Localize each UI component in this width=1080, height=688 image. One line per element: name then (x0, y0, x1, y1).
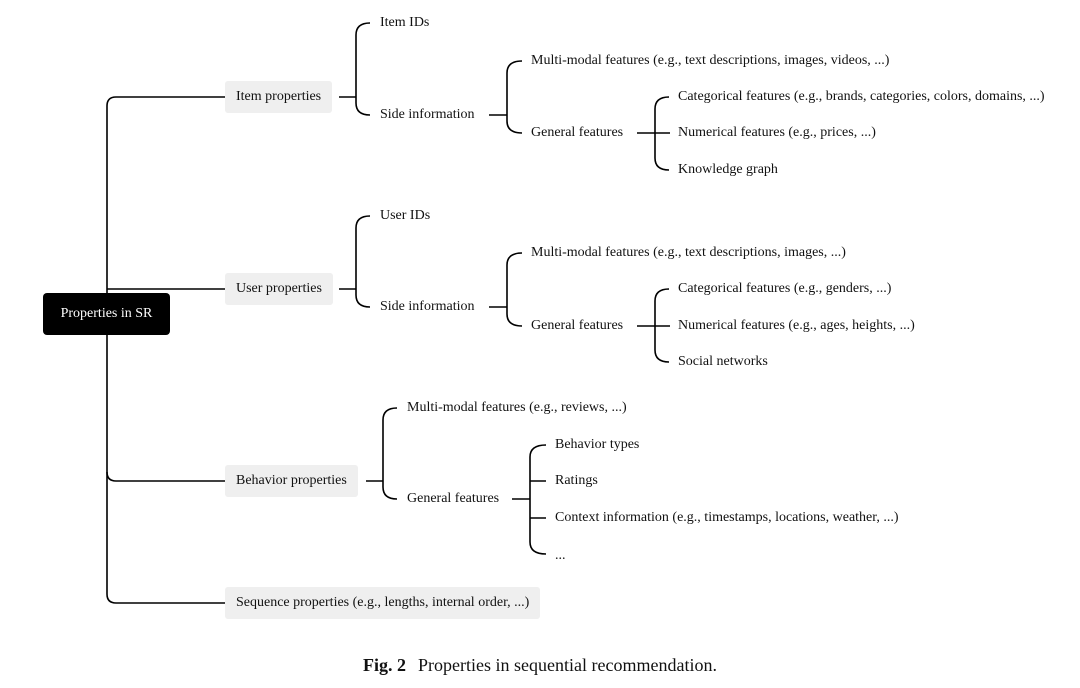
user-properties-node: User properties (225, 273, 333, 305)
user-side-information-node: Side information (380, 299, 475, 314)
item-properties-node: Item properties (225, 81, 333, 113)
sequence-properties-node: Sequence properties (e.g., lengths, inte… (225, 587, 541, 619)
connector-user-side-branches (489, 252, 523, 327)
connector-item-side-branches (489, 60, 523, 134)
user-multimodal-features-node: Multi-modal features (e.g., text descrip… (531, 245, 846, 260)
connector-root-to-behavior (106, 313, 225, 482)
connector-item-branches (339, 22, 371, 116)
connector-behavior-branches (366, 407, 398, 500)
connector-root-to-item (106, 96, 225, 314)
item-numerical-features-node: Numerical features (e.g., prices, ...) (678, 125, 876, 140)
item-ids-node: Item IDs (380, 15, 430, 30)
figure-caption-label: Fig. 2 (363, 655, 407, 675)
behavior-types-node: Behavior types (555, 437, 640, 452)
behavior-ratings-node: Ratings (555, 473, 598, 488)
item-categorical-features-node: Categorical features (e.g., brands, cate… (678, 89, 1045, 104)
behavior-more-node: ... (555, 548, 566, 563)
user-numerical-features-node: Numerical features (e.g., ages, heights,… (678, 318, 915, 333)
user-ids-node: User IDs (380, 208, 431, 223)
connector-item-general-branches (637, 96, 670, 171)
behavior-properties-node: Behavior properties (225, 465, 358, 497)
item-general-features-node: General features (531, 125, 624, 140)
user-social-networks-node: Social networks (678, 354, 768, 369)
connector-behavior-general-branches (512, 444, 547, 555)
connector-user-branches (339, 215, 371, 308)
user-categorical-features-node: Categorical features (e.g., genders, ...… (678, 281, 892, 296)
behavior-general-features-node: General features (407, 491, 500, 506)
item-side-information-node: Side information (380, 107, 475, 122)
connector-user-general-branches (637, 288, 670, 363)
item-multimodal-features-node: Multi-modal features (e.g., text descrip… (531, 53, 890, 68)
behavior-context-information-node: Context information (e.g., timestamps, l… (555, 510, 899, 525)
connector-root-to-sequence (106, 472, 225, 604)
behavior-multimodal-features-node: Multi-modal features (e.g., reviews, ...… (407, 400, 627, 415)
figure-caption-text: Properties in sequential recommendation. (418, 655, 717, 675)
item-knowledge-graph-node: Knowledge graph (678, 162, 778, 177)
user-general-features-node: General features (531, 318, 624, 333)
root-node: Properties in SR (43, 293, 170, 335)
figure-caption: Fig. 2 Properties in sequential recommend… (0, 654, 1080, 676)
